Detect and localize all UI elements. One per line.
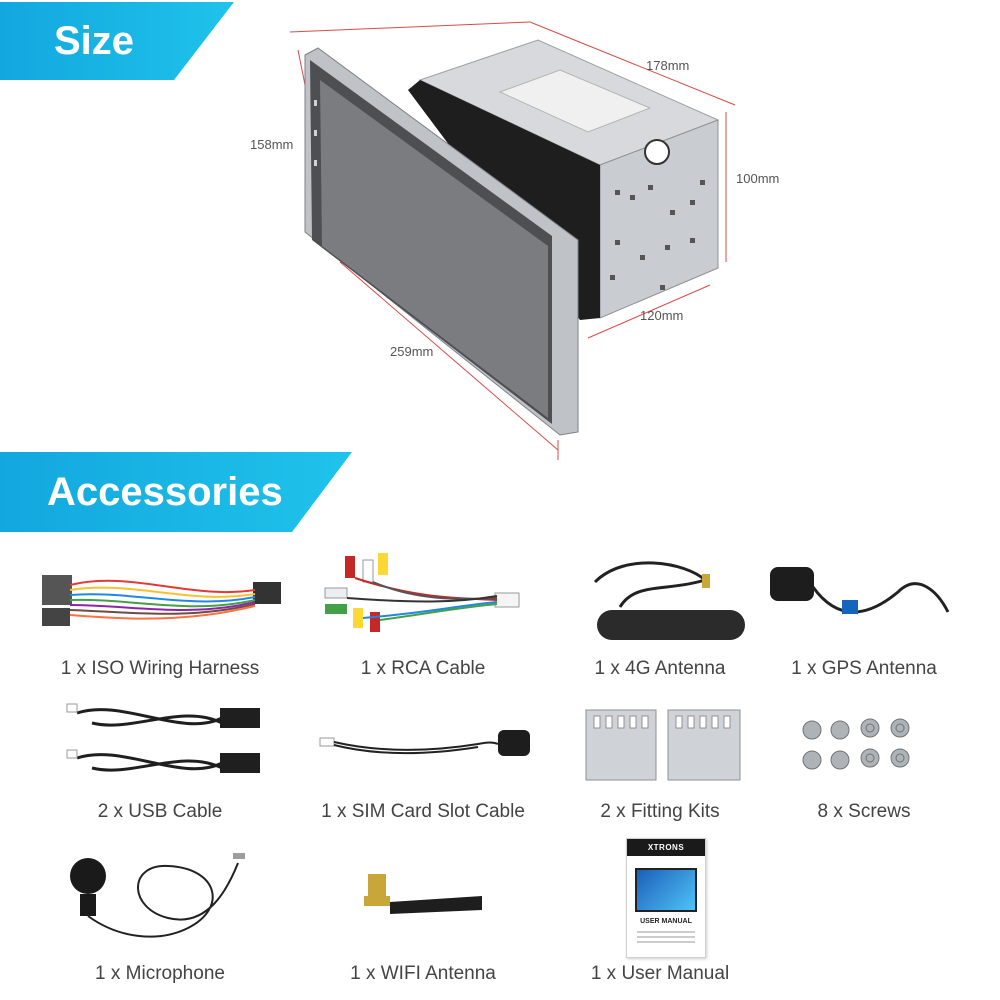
user-manual-icon: XTRONS USER MANUAL [626, 838, 706, 958]
accessory-label-user-manual: 1 x User Manual [590, 963, 730, 984]
size-header-text: Size [54, 18, 135, 63]
4g-antenna-icon [593, 561, 745, 640]
accessory-label-microphone: 1 x Microphone [95, 963, 225, 984]
accessory-label-rca-cable: 1 x RCA Cable [360, 658, 486, 679]
manual-screen-picture [635, 868, 697, 912]
accessory-label-gps-antenna: 1 x GPS Antenna [791, 658, 937, 679]
accessory-label-wifi-antenna: 1 x WIFI Antenna [350, 963, 496, 984]
accessory-label-fitting-kits: 2 x Fitting Kits [600, 801, 720, 822]
accessories-header-text: Accessories [47, 469, 283, 514]
dimension-front-height: 158mm [250, 137, 294, 152]
accessory-label-4g-antenna: 1 x 4G Antenna [594, 658, 726, 679]
dimension-body-width: 120mm [640, 308, 684, 323]
wifi-antenna-icon [364, 874, 482, 914]
screws-icon [802, 718, 910, 770]
rca-cable-icon [324, 553, 520, 632]
dimension-body-height: 100mm [736, 171, 780, 186]
manual-brand: XTRONS [627, 839, 705, 856]
usb-cable-icon [66, 703, 260, 773]
accessory-label-screws: 8 x Screws [817, 801, 911, 822]
dimension-top-depth: 178mm [646, 58, 690, 73]
size-section-header: Size [0, 2, 234, 80]
fitting-kit-icon [585, 709, 741, 781]
accessory-label-usb-cable: 2 x USB Cable [97, 801, 223, 822]
dimension-front-width: 259mm [390, 344, 434, 359]
microphone-icon [70, 853, 245, 938]
head-unit-image [289, 21, 736, 460]
accessory-label-sim-cable: 1 x SIM Card Slot Cable [321, 801, 525, 822]
gps-antenna-icon [770, 567, 950, 614]
wiring-harness-icon [42, 575, 281, 626]
sim-cable-icon [319, 730, 530, 756]
accessory-label-iso-harness: 1 x ISO Wiring Harness [60, 658, 260, 679]
manual-title: USER MANUAL [640, 918, 692, 925]
accessories-section-header: Accessories [0, 452, 352, 532]
